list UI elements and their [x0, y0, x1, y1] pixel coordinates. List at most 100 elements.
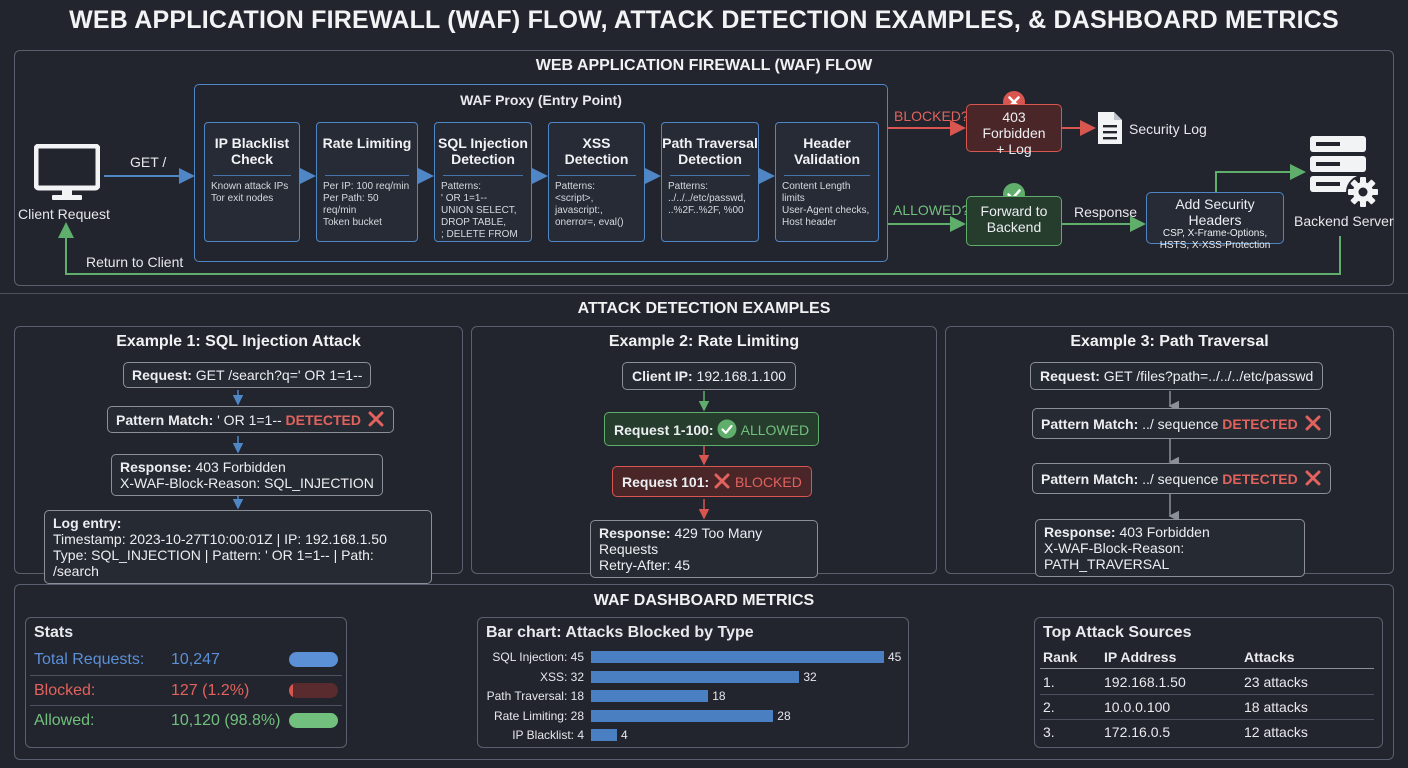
stat-total-label: Total Requests: [34, 651, 145, 668]
ex3-match1-value: ../ sequence [1138, 416, 1223, 432]
ex3-match2-key: Pattern Match: [1041, 471, 1139, 487]
ex1-response-value: 403 Forbidden [191, 459, 286, 475]
backend-arrow [1215, 164, 1306, 192]
sources-title: Top Attack Sources [1043, 624, 1192, 641]
ex1-detected-label: DETECTED [285, 412, 361, 428]
attacks-cell: 12 attacks [1244, 724, 1308, 740]
ex2-req1-key: Request 1-100: [614, 422, 714, 438]
x-mark-icon [1305, 415, 1321, 431]
ex1-response-box: Response: 403 Forbidden X-WAF-Block-Reas… [111, 454, 383, 496]
filter-title: Path Traversal Detection [662, 135, 758, 167]
attacks-cell: 23 attacks [1244, 674, 1308, 690]
waf-proxy-box [194, 84, 888, 262]
ex3-response-value: 403 Forbidden [1115, 524, 1210, 540]
bar-value-label: 32 [803, 669, 817, 684]
ex1-log-line1: Timestamp: 2023-10-27T10:00:01Z | IP: 19… [53, 531, 387, 547]
stats-panel [25, 617, 347, 748]
stat-blocked-pill [289, 683, 338, 698]
ex3-request-value: GET /files?path=../../../etc/passwd [1099, 368, 1314, 384]
filter-path-traversal: Path Traversal Detection Patterns: ../..… [661, 122, 759, 242]
rank-cell: 1. [1043, 674, 1055, 690]
dashboard-panel [14, 584, 1394, 760]
ip-cell: 10.0.0.100 [1104, 699, 1171, 715]
ex2-response-box: Response: 429 Too Many Requests Retry-Af… [590, 520, 818, 578]
document-icon [1098, 112, 1122, 144]
filter-ip-blacklist: IP Blacklist Check Known attack IPs Tor … [204, 122, 300, 242]
stat-total-pill [289, 652, 338, 667]
security-log-label: Security Log [1129, 121, 1207, 137]
return-arrow [58, 222, 1341, 275]
forbidden-log-box: 403 Forbidden + Log [966, 104, 1062, 157]
filter-xss: XSS Detection Patterns: <script>, javasc… [548, 122, 645, 242]
x-mark-icon [714, 473, 730, 489]
sources-panel [1034, 617, 1383, 748]
stat-allowed-label: Allowed: [34, 712, 95, 729]
stat-blocked-label: Blocked: [34, 682, 96, 699]
bar-category-label: Path Traversal: 18 [486, 689, 584, 703]
page-title: WEB APPLICATION FIREWALL (WAF) FLOW, ATT… [69, 6, 1339, 34]
ex3-detected-label-1: DETECTED [1222, 416, 1298, 432]
ex2-req2-key: Request 101: [622, 474, 710, 490]
filter-title: Rate Limiting [322, 135, 412, 151]
filter-desc: Known attack IPs Tor exit nodes [211, 181, 289, 204]
bar [591, 690, 709, 702]
ex1-response-key: Response: [120, 459, 192, 475]
return-to-client-label: Return to Client [86, 254, 184, 270]
security-headers-box: Add Security Headers CSP, X-Frame-Option… [1146, 192, 1284, 251]
sources-header-ip: IP Address [1104, 649, 1177, 665]
ex1-response-line2: X-WAF-Block-Reason: SQL_INJECTION [120, 475, 374, 491]
ip-cell: 192.168.1.50 [1104, 674, 1186, 690]
ex2-ip-key: Client IP: [632, 368, 693, 384]
ex3-request-box: Request: GET /files?path=../../../etc/pa… [1030, 362, 1324, 390]
filter-rate-limiting: Rate Limiting Per IP: 100 req/min Per Pa… [316, 122, 418, 242]
bar-value-label: 18 [712, 689, 726, 703]
table-row: 2. 10.0.0.100 18 attacks [1040, 695, 1374, 720]
check-circle-icon [717, 419, 737, 439]
ex2-blocked-box: Request 101: BLOCKED [612, 466, 812, 497]
ex1-request-value: GET /search?q=' OR 1=1-- [191, 367, 363, 383]
ex2-response-key: Response: [599, 525, 671, 541]
attacks-cell: 18 attacks [1244, 699, 1308, 715]
filter-title: SQL Injection Detection [438, 135, 528, 167]
bar-category-label: XSS: 32 [539, 669, 584, 684]
bar-category-label: IP Blacklist: 4 [512, 728, 584, 742]
ex2-blocked-label: BLOCKED [734, 474, 802, 490]
monitor-icon [34, 144, 100, 200]
bar-value-label: 45 [888, 650, 902, 664]
sources-header-rank: Rank [1043, 649, 1078, 665]
filter-desc: Patterns: <script>, javascript:, onerror… [555, 181, 624, 228]
example-2-title: Example 2: Rate Limiting [608, 333, 800, 350]
section-divider [0, 293, 1408, 294]
ex1-request-key: Request: [132, 367, 192, 383]
chart-title: Bar chart: Attacks Blocked by Type [486, 624, 754, 641]
ex2-response-value: 429 Too Many Requests [599, 525, 763, 557]
blocked-question: BLOCKED? [894, 108, 969, 124]
sources-header-attacks: Attacks [1244, 649, 1295, 665]
ex1-log-key: Log entry: [53, 515, 122, 531]
waf-proxy-title: WAF Proxy (Entry Point) [460, 92, 622, 108]
get-label: GET / [130, 154, 167, 170]
bar-category-label: Rate Limiting: 28 [493, 708, 584, 723]
stat-allowed-pill [289, 713, 338, 728]
allowed-question: ALLOWED? [893, 202, 970, 218]
bar-category-label: SQL Injection: 45 [492, 650, 584, 664]
ex2-client-ip-box: Client IP: 192.168.1.100 [622, 362, 797, 390]
ex2-allowed-label: ALLOWED [740, 422, 810, 438]
backend-server-label: Backend Server [1294, 213, 1394, 229]
ex2-allowed-box: Request 1-100: ALLOWED [604, 412, 820, 446]
flow-section-title: WEB APPLICATION FIREWALL (WAF) FLOW [535, 57, 873, 74]
filter-desc: Patterns: ../../../etc/passwd, ..%2F..%2… [668, 181, 746, 216]
filter-title: Header Validation [793, 135, 861, 167]
filter-desc: Per IP: 100 req/min Per Path: 50 req/min… [323, 181, 410, 228]
stats-divider-2 [30, 705, 342, 706]
examples-section-title: ATTACK DETECTION EXAMPLES [577, 300, 831, 317]
server-gear-icon [1310, 136, 1380, 209]
response-label: Response [1074, 204, 1138, 220]
table-row: 1. 192.168.1.50 23 attacks [1040, 670, 1374, 695]
ex3-pattern-match-1-box: Pattern Match: ../ sequence DETECTED [1032, 408, 1331, 439]
example-connectors [232, 390, 1179, 522]
client-request-label: Client Request [18, 206, 110, 222]
x-mark-icon [1305, 470, 1321, 486]
ex3-match1-key: Pattern Match: [1041, 416, 1139, 432]
